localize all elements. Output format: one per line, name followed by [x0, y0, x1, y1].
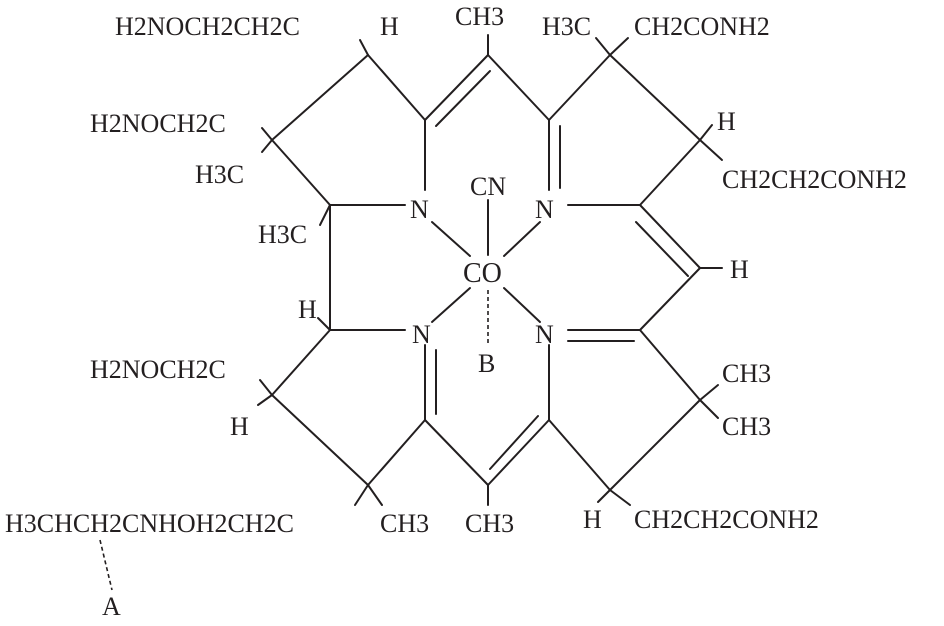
label-left-upper-chain: H2NOCH2C	[90, 109, 226, 138]
label-h-right-mid: H	[730, 255, 749, 284]
bond	[503, 287, 541, 323]
label-top-left-chain: H2NOCH2CH2C	[115, 12, 300, 41]
bond	[367, 484, 383, 506]
label-ch3-bottom: CH3	[465, 509, 514, 538]
label-a: A	[102, 592, 121, 621]
label-b: B	[478, 349, 495, 378]
bond	[699, 399, 719, 419]
label-co: CO	[463, 258, 502, 289]
atom-labels: H2NOCH2CH2C H CH3 H3C CH2CONH2 H2NOCH2C …	[5, 2, 907, 621]
bond	[431, 287, 471, 323]
dashed-bond	[99, 539, 113, 591]
bond	[487, 419, 550, 486]
bond	[489, 415, 539, 470]
label-n-bottom-right: N	[535, 320, 554, 349]
label-left-lower-chain: H2NOCH2C	[90, 355, 226, 384]
bond	[319, 204, 331, 226]
label-h-right-upper: H	[717, 107, 736, 136]
bond	[609, 54, 701, 141]
bond	[424, 54, 489, 121]
label-h-bottom-right: H	[583, 505, 602, 534]
bond-lines	[99, 34, 723, 591]
bond	[503, 221, 541, 257]
label-h-top-left: H	[380, 12, 399, 41]
label-n-bottom-left: N	[412, 320, 431, 349]
bond	[595, 37, 611, 56]
bond	[699, 384, 719, 401]
label-bottom-left-chain: H3CHCH2CNHOH2CH2C	[5, 509, 294, 538]
bond	[548, 54, 611, 121]
bond	[597, 489, 611, 503]
label-h-left-lower: H	[230, 412, 249, 441]
label-top-right-chain: CH2CONH2	[634, 12, 770, 41]
bond	[271, 139, 331, 206]
bond	[271, 394, 369, 486]
label-ch3-bottom-left: CH3	[380, 509, 429, 538]
bond	[548, 419, 611, 491]
label-ch3-right-a: CH3	[722, 359, 771, 388]
bond	[271, 54, 369, 141]
label-cn: CN	[470, 172, 506, 201]
bond	[354, 484, 369, 506]
bond	[359, 39, 369, 56]
bond	[609, 37, 629, 56]
bond	[259, 379, 273, 396]
label-bottom-right-chain: CH2CH2CONH2	[634, 505, 819, 534]
label-n-top-left: N	[410, 195, 429, 224]
label-ch3-right-b: CH3	[722, 412, 771, 441]
label-h3c-left-upper: H3C	[195, 160, 244, 189]
bond	[435, 70, 491, 127]
label-right-upper-chain: CH2CH2CONH2	[722, 165, 907, 194]
bond	[487, 54, 550, 121]
label-n-top-right: N	[535, 195, 554, 224]
bond	[699, 124, 713, 141]
bond	[635, 221, 689, 277]
label-h3c-left-mid: H3C	[258, 220, 307, 249]
bond	[257, 394, 273, 406]
bond	[609, 399, 701, 491]
bond	[367, 54, 426, 121]
bond	[317, 317, 331, 331]
label-h-left-mid: H	[298, 295, 317, 324]
label-h3c-top-right: H3C	[542, 12, 591, 41]
bond	[639, 139, 701, 206]
bond	[431, 221, 471, 257]
bond	[699, 139, 723, 161]
bond	[271, 329, 331, 396]
bond	[639, 329, 701, 401]
bond	[639, 204, 701, 269]
bond	[609, 489, 631, 506]
bond	[424, 419, 489, 486]
label-ch3-top: CH3	[455, 2, 504, 31]
bond	[261, 127, 273, 141]
bond	[639, 267, 701, 331]
bond	[367, 419, 426, 486]
bond	[261, 139, 273, 153]
